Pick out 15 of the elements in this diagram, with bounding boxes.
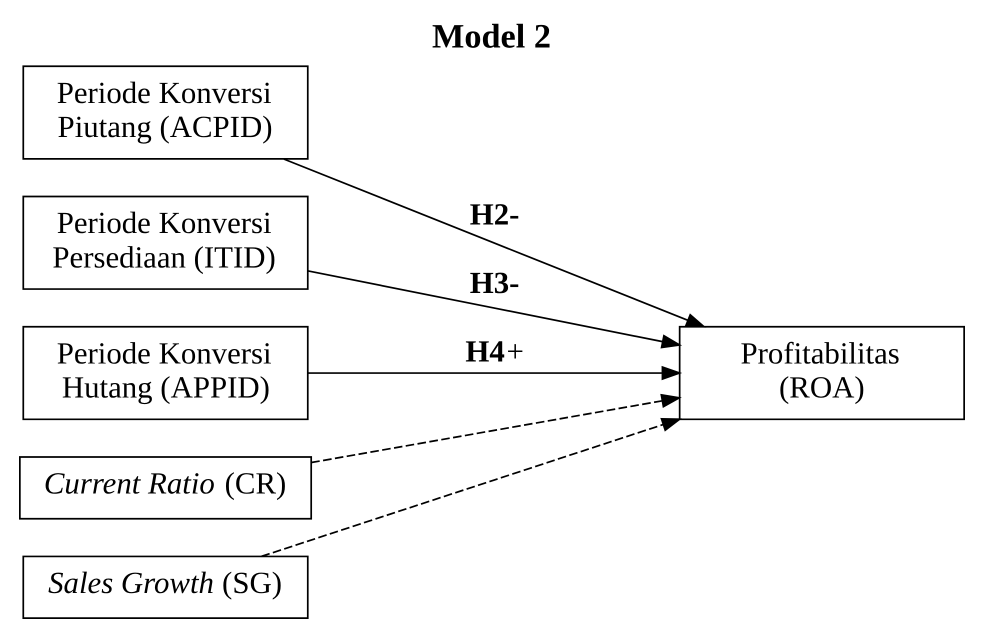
arrow bbox=[308, 366, 682, 380]
node-box: Periode Konversi Piutang (ACPID) bbox=[22, 65, 309, 160]
node-box: Periode Konversi Persediaan (ITID) bbox=[22, 196, 309, 290]
edge-label: H2- bbox=[470, 198, 520, 232]
edge-label: H4+ bbox=[465, 334, 524, 369]
node-box: Profitabilitas (ROA) bbox=[678, 326, 965, 420]
arrow bbox=[308, 270, 682, 349]
arrow bbox=[311, 394, 682, 464]
node-box: Current Ratio (CR) bbox=[19, 456, 312, 520]
edge-label: H3- bbox=[470, 266, 520, 300]
arrow bbox=[284, 158, 706, 328]
node-box: Periode Konversi Hutang (APPID) bbox=[22, 326, 309, 420]
arrow bbox=[261, 418, 682, 558]
node-box: Sales Growth (SG) bbox=[22, 556, 309, 619]
diagram-title: Model 2 bbox=[432, 17, 551, 56]
